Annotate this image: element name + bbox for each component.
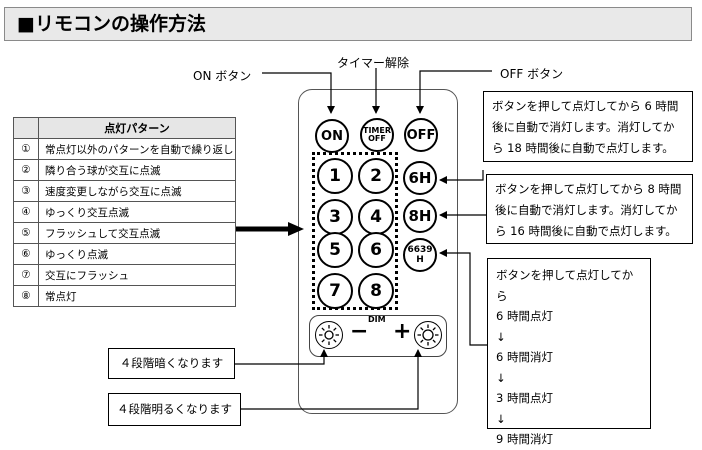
pattern-description: 隣り合う球が交互に点滅 xyxy=(38,159,236,181)
sun-dim-icon xyxy=(319,325,339,345)
dim-darker-note: ４段階暗くなります xyxy=(108,348,235,379)
timer-6h-button[interactable]: 6H xyxy=(403,161,437,195)
dim-brighter-button[interactable] xyxy=(414,321,442,349)
pattern-5-button[interactable]: 5 xyxy=(317,232,353,268)
remote-control: ON TIMER OFF OFF 1 2 3 4 5 6 7 8 6H 8H 6… xyxy=(298,89,458,414)
pattern-description: 速度変更しながら交互に点滅 xyxy=(38,180,236,202)
pattern-buttons-group xyxy=(312,152,398,310)
pattern-description: 常点灯 xyxy=(38,285,236,307)
pattern-7-button[interactable]: 7 xyxy=(317,273,353,309)
sequence-arrow: ↓ xyxy=(496,329,506,344)
sequence-line: 3 時間点灯 xyxy=(496,391,553,405)
pattern-8-button[interactable]: 8 xyxy=(358,273,394,309)
info-box-6h: ボタンを押して点灯してから 6 時間後に自動で消灯します。消灯してから 18 時… xyxy=(483,91,693,162)
minus-sign: − xyxy=(350,319,369,344)
pattern-2-button[interactable]: 2 xyxy=(358,158,394,194)
pattern-description: ゆっくり交互点滅 xyxy=(38,201,236,223)
dim-panel: DIM − + xyxy=(309,315,447,357)
pattern-description: 交互にフラッシュ xyxy=(38,264,236,286)
pattern-description: フラッシュして交互点滅 xyxy=(38,222,236,244)
sequence-line: 6 時間消灯 xyxy=(496,350,553,364)
dim-brighter-note: ４段階明るくなります xyxy=(108,393,241,426)
timer-label: TIMER xyxy=(362,126,392,135)
on-button-callout: ON ボタン xyxy=(193,69,252,83)
off-button-callout: OFF ボタン xyxy=(500,67,564,81)
timer-off-button[interactable]: TIMER OFF xyxy=(360,118,394,152)
sequence-line: ボタンを押して点灯してから xyxy=(496,268,634,303)
page-title: ■リモコンの操作方法 xyxy=(4,7,692,41)
info-box-6639h: ボタンを押して点灯してから 6 時間点灯 ↓ 6 時間消灯 ↓ 3 時間点灯 ↓… xyxy=(487,258,651,446)
connector-arrows xyxy=(235,68,492,410)
sequence-arrow: ↓ xyxy=(496,370,506,385)
timer-6639-h-label: H xyxy=(416,255,424,265)
sequence-line: 6 時間点灯 xyxy=(496,309,553,323)
pattern-3-button[interactable]: 3 xyxy=(317,199,353,235)
on-button[interactable]: ON xyxy=(315,119,349,153)
timer-6639h-button[interactable]: 6639 H xyxy=(403,238,437,272)
timer-off-callout: タイマー解除 xyxy=(337,56,410,70)
timer-8h-button[interactable]: 8H xyxy=(403,199,437,233)
info-box-8h: ボタンを押して点灯してから 8 時間後に自動で消灯します。消灯してから 16 時… xyxy=(486,174,693,244)
timer-off-label: OFF xyxy=(368,134,386,143)
plus-sign: + xyxy=(393,319,412,344)
pattern-1-button[interactable]: 1 xyxy=(317,158,353,194)
timer-6639-label: 6639 xyxy=(407,245,433,255)
off-button[interactable]: OFF xyxy=(404,118,438,152)
dim-label: DIM xyxy=(368,315,386,324)
pattern-6-button[interactable]: 6 xyxy=(358,232,394,268)
dim-darker-button[interactable] xyxy=(315,321,343,349)
sequence-arrow: ↓ xyxy=(496,411,506,426)
sun-bright-icon xyxy=(417,324,439,346)
